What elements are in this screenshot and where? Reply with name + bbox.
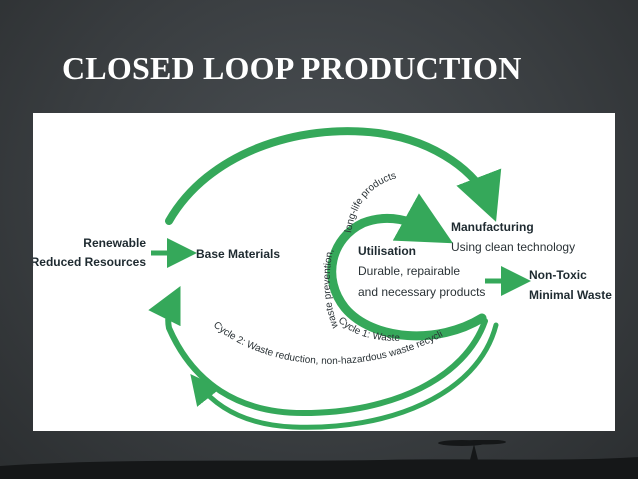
utilisation-title: Utilisation <box>358 244 416 258</box>
source-label-line1: Renewable <box>83 236 146 250</box>
arc-top-arrow <box>165 127 502 225</box>
cycle1-loop-arrow <box>327 193 487 341</box>
cycle2-outer-arrow <box>148 285 488 417</box>
utilisation-line2: and necessary products <box>358 285 485 299</box>
waste-label-line2: Minimal Waste <box>529 288 612 302</box>
tree-silhouette-icon <box>438 440 506 460</box>
ground-silhouette <box>0 440 638 479</box>
cycle2-bottom-arrow <box>190 322 499 430</box>
closed-loop-diagram: Renewable Reduced Resources Base Materia… <box>30 105 612 430</box>
waste-label-line1: Non-Toxic <box>529 268 587 282</box>
base-materials-label: Base Materials <box>196 247 280 261</box>
utilisation-line1: Durable, repairable <box>358 264 460 278</box>
manufacturing-title: Manufacturing <box>451 220 534 234</box>
slide-title: CLOSED LOOP PRODUCTION <box>62 50 522 86</box>
manufacturing-subtitle: Using clean technology <box>451 240 575 254</box>
diagram-panel: Renewable Reduced Resources Base Materia… <box>30 105 615 431</box>
source-label-line2: Reduced Resources <box>33 255 146 269</box>
